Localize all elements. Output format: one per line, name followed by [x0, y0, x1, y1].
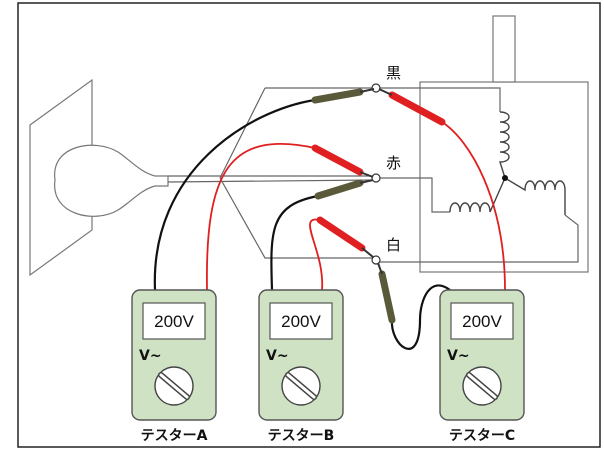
lead-b-black	[270, 194, 319, 291]
coil-top	[499, 111, 510, 179]
terminal-black	[371, 83, 381, 93]
terminal-red	[371, 173, 381, 183]
probe-c-red	[378, 88, 446, 126]
lead-c-black	[390, 284, 451, 350]
tester-c: 200V V~ テスターC	[439, 289, 525, 444]
tester-b-display	[269, 302, 333, 340]
coil-left	[449, 177, 506, 213]
tester-a-display	[142, 302, 206, 340]
motor-shaft	[492, 15, 516, 83]
tester-a-name: テスターA	[141, 428, 208, 444]
lead-a-black	[153, 98, 316, 291]
probe-c-black	[377, 262, 396, 324]
tester-b-name: テスターB	[268, 428, 335, 444]
tester-a-mode-label: V~	[139, 348, 162, 364]
tester-b-dial-icon	[281, 366, 321, 406]
tester-a: 200V V~ テスターA	[131, 289, 217, 444]
probe-b-red	[316, 216, 374, 258]
terminal-label-black: 黒	[386, 64, 401, 82]
lead-b-red	[309, 218, 323, 291]
terminal-label-red: 赤	[386, 154, 401, 172]
tester-a-dial-icon	[154, 366, 194, 406]
tester-c-reading: 200V	[462, 312, 502, 331]
tester-a-reading: 200V	[154, 312, 194, 331]
tester-c-mode-label: V~	[447, 348, 470, 364]
cord-2	[167, 179, 376, 183]
terminal-white	[371, 255, 381, 265]
probe-a-red	[311, 144, 374, 178]
coil-right	[504, 177, 566, 215]
tester-c-dial-icon	[462, 366, 502, 406]
tester-b: 200V V~ テスターB	[258, 289, 344, 444]
winding-wire-left	[378, 177, 450, 213]
probe-b-black	[314, 179, 374, 200]
terminal-label-white: 白	[386, 236, 401, 254]
neutral-point	[502, 175, 508, 181]
harness-bottom	[219, 177, 375, 259]
tester-c-display	[450, 302, 514, 340]
tester-b-mode-label: V~	[266, 348, 289, 364]
tester-c-name: テスターC	[449, 428, 515, 444]
plug	[54, 144, 169, 217]
winding-wire-right	[378, 214, 579, 263]
winding-wire-top	[378, 87, 501, 112]
harness-top-diag	[219, 87, 266, 179]
lead-a-red	[206, 143, 316, 291]
tester-b-reading: 200V	[281, 312, 321, 331]
probe-a-black	[311, 88, 375, 104]
lead-c-red	[441, 121, 506, 291]
